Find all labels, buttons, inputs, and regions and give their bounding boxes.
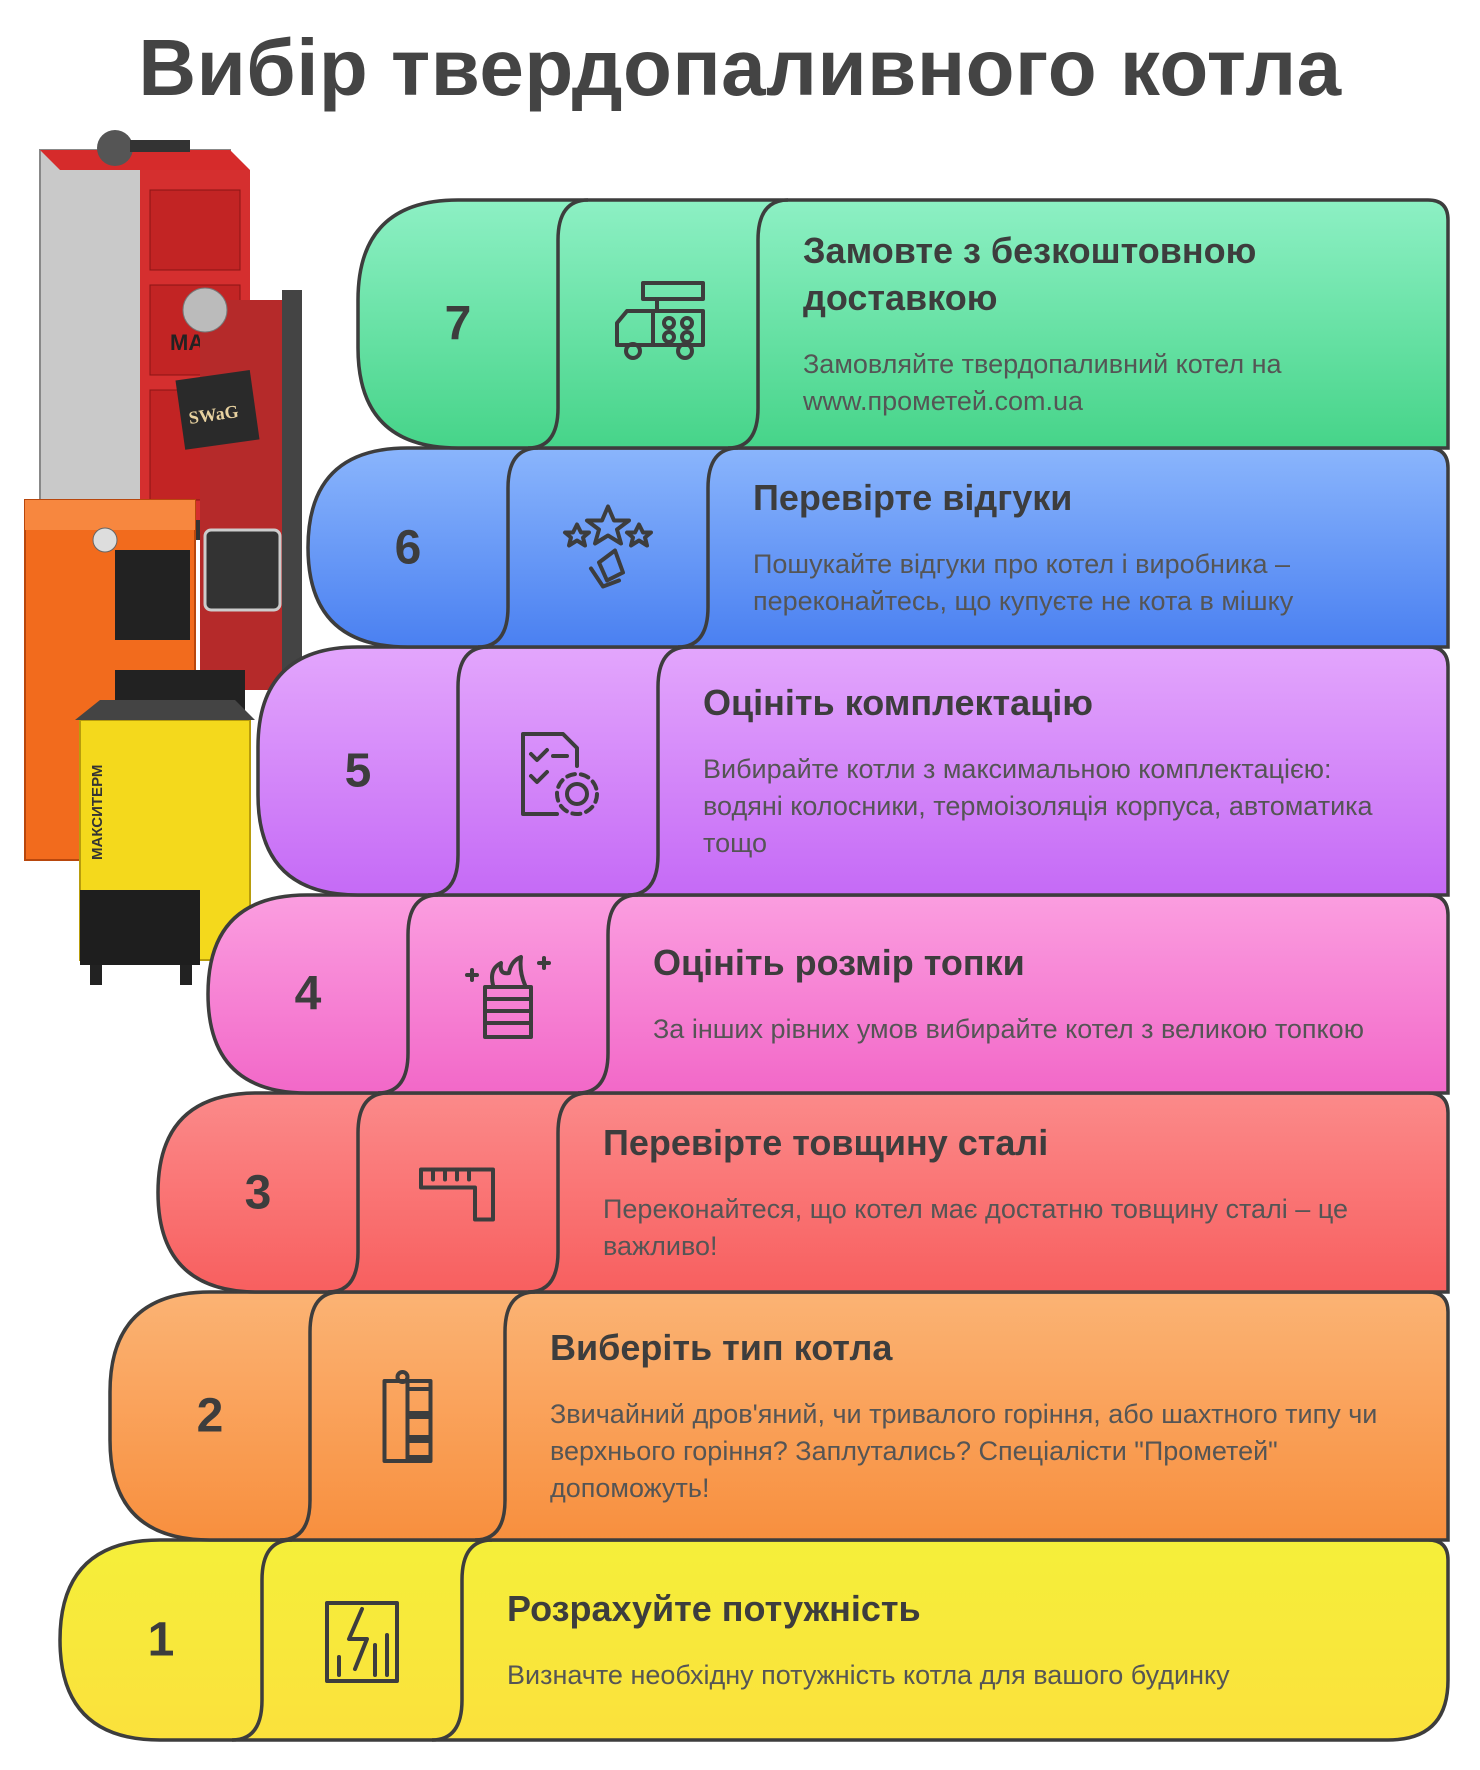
step-divider [327,1091,389,1294]
review-stars-icon [563,504,653,589]
step-divider [427,645,489,897]
step-divider [474,1290,536,1542]
step-divider [577,893,639,1095]
step-band-1 [58,1538,1450,1742]
step-divider [627,645,689,897]
step-divider [527,1091,589,1294]
step-title: Перевірте відгуки [753,476,1073,518]
step-number: 6 [394,521,422,574]
step-number: 7 [444,297,472,351]
ruler-icon [419,1167,495,1222]
power-chart-icon [325,1601,399,1683]
step-divider [431,1538,493,1742]
checklist-gear-icon [521,732,599,816]
step-description: Пошукайте відгуки про котел і виробника … [753,548,1294,616]
step-band-7 [356,198,1450,450]
step-divider [377,893,439,1095]
step-description: Переконайтеся, що котел має достатню тов… [603,1193,1349,1261]
step-divider [677,446,739,649]
step-title: Перевірте товщину сталі [603,1121,1049,1163]
step-description: Замовляйте твердопаливний котел на www.п… [803,348,1282,416]
boiler-icon [382,1370,433,1463]
yellow-boiler: МАКСИТЕРМ [75,700,255,985]
firebox-icon [465,955,551,1039]
step-divider [477,446,539,649]
step-divider [279,1290,341,1542]
boiler-brand-text: МАКСИТЕРМ [89,765,106,860]
step-band-6 [306,446,1450,649]
step-divider [231,1538,293,1742]
step-description: Звичайний дров'яний, чи тривалого горінн… [550,1398,1378,1504]
delivery-truck-icon [615,281,705,360]
step-description: Вибирайте котли з максимальною комплекта… [703,753,1373,859]
step-number: 4 [294,967,322,1021]
step-divider [727,198,789,450]
step-band-3 [156,1091,1450,1294]
step-band-2 [108,1290,1450,1542]
step-description: Визначте необхідну потужність котла для … [507,1659,1230,1690]
step-number: 1 [147,1613,175,1667]
page-title: Вибір твердопаливного котла [138,23,1342,112]
step-divider [527,198,589,450]
step-title: Оцініть комплектацію [703,681,1094,723]
step-band-5 [256,645,1450,897]
step-number: 3 [244,1166,272,1219]
step-title: Замовте з безкоштовною доставкою [803,229,1257,318]
step-title: Оцініть розмір топки [653,941,1025,983]
step-title: Розрахуйте потужність [507,1587,921,1629]
step-description: За інших рівних умов вибирайте котел з в… [653,1013,1364,1044]
step-number: 2 [196,1389,224,1443]
boilers-illustration: МАКС SWaG МАКСИТЕРМ [24,130,302,985]
step-band-4 [206,893,1450,1095]
step-number: 5 [344,744,372,798]
step-title: Виберіть тип котла [550,1326,893,1368]
